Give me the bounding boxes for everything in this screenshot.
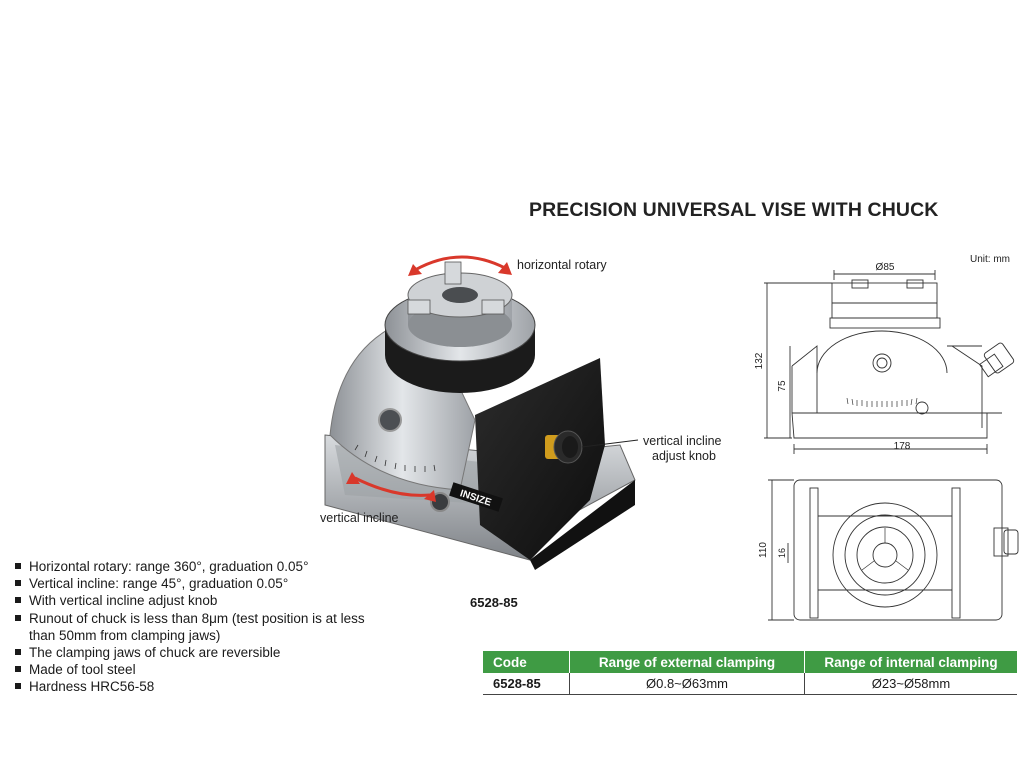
bullet-icon: [15, 614, 21, 621]
technical-drawing: Ø85 132 75 178 110 16: [754, 262, 1019, 621]
dim-chuck-diameter: Ø85: [876, 262, 895, 273]
dim-base-height: 75: [777, 380, 788, 392]
header-internal-clamping: Range of internal clamping: [804, 651, 1017, 673]
bullet-icon: [15, 580, 21, 587]
cell-code: 6528-85: [483, 673, 570, 695]
vertical-incline-arrow: [354, 476, 431, 497]
table-row: 6528-85 Ø0.8~Ø63mm Ø23~Ø58mm: [483, 673, 1017, 695]
dim-slot: 16: [777, 548, 787, 558]
model-number: 6528-85: [470, 595, 518, 610]
cell-internal-clamping: Ø23~Ø58mm: [804, 673, 1017, 695]
feature-item: With vertical incline adjust knob: [15, 592, 385, 609]
table-header-row: Code Range of external clamping Range of…: [483, 651, 1017, 673]
dim-length: 178: [894, 441, 911, 452]
feature-item: The clamping jaws of chuck are reversibl…: [15, 644, 385, 661]
bullet-icon: [15, 563, 21, 569]
bullet-icon: [15, 597, 21, 604]
label-horizontal-rotary: horizontal rotary: [517, 258, 607, 272]
horizontal-rotary-arrow: [414, 255, 506, 272]
dim-total-height: 132: [754, 352, 765, 369]
label-vertical-incline-knob-1: vertical incline: [643, 434, 722, 448]
label-vertical-incline-knob-2: adjust knob: [652, 449, 716, 463]
bullet-icon: [15, 649, 21, 656]
page-title: PRECISION UNIVERSAL VISE WITH CHUCK: [529, 199, 939, 221]
vise-right-block: [475, 358, 605, 560]
feature-item: Hardness HRC56-58: [15, 678, 385, 695]
product-photo: INSIZE: [324, 255, 639, 570]
dim-width: 110: [758, 542, 769, 558]
header-external-clamping: Range of external clamping: [569, 651, 805, 673]
header-code: Code: [483, 651, 570, 673]
unit-label: Unit: mm: [970, 254, 1010, 265]
adjust-knob: [545, 430, 583, 464]
feature-list: Horizontal rotary: range 360°, graduatio…: [15, 558, 385, 696]
feature-item: Horizontal rotary: range 360°, graduatio…: [15, 558, 385, 575]
bullet-icon: [15, 666, 21, 673]
cell-external-clamping: Ø0.8~Ø63mm: [569, 673, 805, 695]
feature-item: Vertical incline: range 45°, graduation …: [15, 575, 385, 592]
spec-table: Code Range of external clamping Range of…: [483, 651, 1017, 695]
bullet-icon: [15, 683, 21, 690]
feature-item: Made of tool steel: [15, 661, 385, 678]
label-vertical-incline: vertical incline: [320, 511, 399, 525]
chuck-jaws-topview: [861, 528, 909, 571]
feature-item: Runout of chuck is less than 8μm (test p…: [15, 610, 385, 644]
